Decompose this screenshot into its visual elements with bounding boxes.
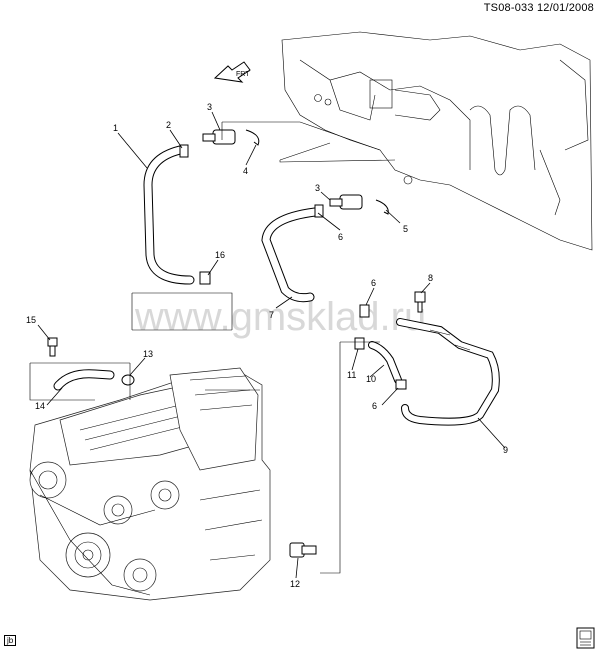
callout-12: 12 — [290, 579, 300, 589]
heater-pipe-9 — [396, 318, 500, 426]
engine-assembly — [29, 367, 271, 601]
front-label: FRT — [236, 71, 250, 78]
retainer-4 — [245, 129, 260, 146]
callout-9: 9 — [503, 445, 508, 455]
callout-16: 16 — [215, 250, 225, 260]
reference-lines — [29, 121, 396, 574]
callout-4: 4 — [243, 166, 248, 176]
leader-lines — [37, 111, 506, 579]
gasket-13 — [121, 374, 135, 386]
clamp-6-pipe — [359, 304, 370, 318]
clamp-2 — [179, 144, 189, 158]
diagram-date: 12/01/2008 — [536, 2, 594, 14]
quick-connect-fitting-3-lower — [329, 194, 363, 210]
callout-13: 13 — [143, 349, 153, 359]
heater-hose-1 — [143, 145, 195, 285]
callout-1: 1 — [113, 123, 118, 133]
hose-14 — [53, 369, 115, 391]
bolt-15 — [47, 337, 58, 357]
callout-14: 14 — [35, 401, 45, 411]
heater-hose-7 — [261, 207, 320, 303]
callouts: 1 2 3 4 3 5 6 16 7 6 8 15 13 11 10 14 6 … — [26, 102, 508, 589]
callout-6-lower: 6 — [372, 401, 377, 411]
callout-10: 10 — [366, 374, 376, 384]
callout-3-lower: 3 — [315, 183, 320, 193]
clamp-6-upper — [314, 204, 324, 218]
callout-15: 15 — [26, 315, 36, 325]
vehicle-firewall — [281, 31, 593, 251]
book-icon — [576, 627, 595, 649]
diagram-header: TS08-033 12/01/2008 — [484, 2, 594, 14]
bleeder-valve-8 — [414, 291, 426, 313]
callout-3: 3 — [207, 102, 212, 112]
callout-8: 8 — [428, 273, 433, 283]
callout-7: 7 — [269, 310, 274, 320]
fitting-12 — [289, 542, 317, 558]
heater-hose-10 — [368, 341, 402, 384]
callout-11: 11 — [347, 370, 356, 380]
clamp-6-lower — [395, 379, 407, 390]
front-direction-arrow: FRT — [213, 61, 251, 83]
corner-label: jb — [4, 635, 17, 646]
retainer-5 — [375, 199, 389, 215]
callout-6: 6 — [338, 232, 343, 242]
diagram-code: TS08-033 — [483, 2, 534, 14]
callout-5: 5 — [403, 224, 408, 234]
clamp-11 — [354, 337, 365, 350]
callout-6-pipe: 6 — [371, 278, 376, 288]
callout-2: 2 — [166, 120, 171, 130]
clamp-16 — [199, 271, 211, 285]
quick-connect-fitting-3 — [202, 129, 236, 145]
watermark: www.gmsklad.ru — [134, 295, 426, 339]
